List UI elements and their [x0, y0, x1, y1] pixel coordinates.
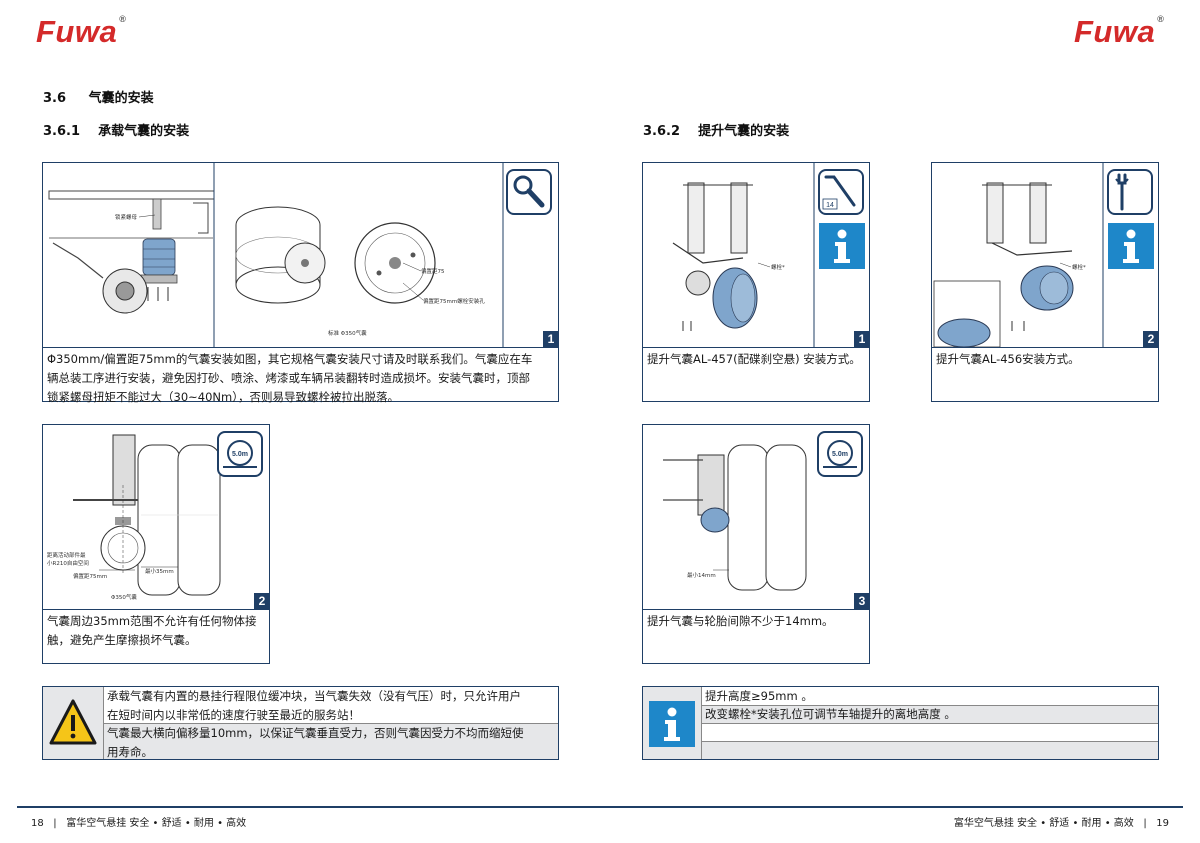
- airbag-install-illustration: 锁紧螺母 偏置距75 偏置距75mm螺栓安装孔 标准 Φ350气囊: [48, 163, 504, 348]
- label-min-14: 最小14mm: [687, 571, 716, 579]
- figure-panel-clearance: 距离活动部件最 小R210自由空间 最小35mm 偏置距75mm Φ350气囊 …: [42, 424, 270, 664]
- note-text-2: 改变螺栓*安装孔位可调节车轴提升的离地高度 。: [705, 707, 956, 721]
- ring-spanner-icon: [506, 169, 552, 215]
- lift-clearance-illustration: 最小14mm: [663, 444, 807, 591]
- label-clearance-2: 小R210自由空间: [47, 559, 89, 567]
- lift-al456-illustration: 螺栓*: [933, 163, 1104, 348]
- note-box: 提升高度≥95mm 。 改变螺栓*安装孔位可调节车轴提升的离地高度 。: [642, 686, 1159, 760]
- page-number-right: 19: [1156, 818, 1169, 829]
- tape-measure-icon: 5.0m: [217, 431, 263, 477]
- clearance-illustration: 距离活动部件最 小R210自由空间 最小35mm 偏置距75mm Φ350气囊: [47, 434, 221, 601]
- label-clearance-1: 距离活动部件最: [47, 551, 86, 559]
- label-lock-nut: 锁紧螺母: [115, 213, 138, 221]
- label-min-35: 最小35mm: [145, 567, 174, 575]
- warning-icon: [49, 699, 97, 745]
- figure-panel-lift-clearance: 最小14mm 5.0m 3 提升气囊与轮胎间隙不少于14mm。: [642, 424, 870, 664]
- label-offset-75mm: 偏置距75mm: [73, 572, 107, 580]
- warning-box: 承载气囊有内置的悬挂行程限位缓冲块，当气囊失效（没有气压）时，只允许用户 在短时…: [42, 686, 559, 760]
- hex-key-icon: 14: [818, 169, 864, 215]
- warning-text-2: 气囊最大横向偏移量10mm，以保证气囊垂直受力，否则气囊因受力不均而缩短使 用寿…: [107, 726, 524, 759]
- air-spring-3d-view: [235, 206, 326, 304]
- info-icon: [1108, 223, 1154, 269]
- footer-left: 18 | 富华空气悬挂 安全 • 舒适 • 耐用 • 高效: [31, 818, 247, 829]
- info-icon: [819, 223, 865, 269]
- section-3-6-1-heading: 3.6.1 承载气囊的安装: [43, 124, 190, 139]
- tape-measure-icon: 5.0m: [817, 431, 863, 477]
- label-bolt: 螺栓*: [1072, 263, 1086, 271]
- figure-number: 2: [254, 593, 270, 609]
- figure-panel-airbag-install: 锁紧螺母 偏置距75 偏置距75mm螺栓安装孔 标准 Φ350气囊: [42, 162, 559, 404]
- figure-caption: 气囊周边35mm范围不允许有任何物体接 触，避免产生摩擦损坏气囊。: [47, 614, 257, 647]
- brand-logo-right: Fuwa®: [1074, 14, 1165, 49]
- figure-panel-lift-al456: 螺栓* 2 提升气囊AL-456安装方式。: [931, 162, 1159, 402]
- warning-icon-cell: [43, 687, 103, 759]
- page-number-left: 18: [31, 818, 44, 829]
- open-wrench-icon: [1107, 169, 1153, 215]
- svg-text:5.0m: 5.0m: [232, 451, 248, 458]
- figure-number: 1: [543, 331, 559, 347]
- footer-right: 富华空气悬挂 安全 • 舒适 • 耐用 • 高效 | 19: [953, 818, 1169, 829]
- label-standard-350: 标准 Φ350气囊: [328, 329, 367, 337]
- figure-number: 1: [854, 331, 870, 347]
- label-350-bag: Φ350气囊: [111, 593, 137, 601]
- figure-panel-lift-al457: 螺栓* 14 1 提升气囊AL-457(配碟刹空悬) 安装方式。: [642, 162, 870, 402]
- note-text-1: 提升高度≥95mm 。: [705, 689, 813, 703]
- footer-slogan-right: 富华空气悬挂 安全 • 舒适 • 耐用 • 高效: [953, 818, 1134, 829]
- label-bolt: 螺栓*: [771, 263, 785, 271]
- info-icon: [649, 701, 695, 747]
- figure-caption: Φ350mm/偏置距75mm的气囊安装如图，其它规格气囊安装尺寸请及时联系我们。…: [47, 352, 533, 404]
- label-offset-hole: 偏置距75mm螺栓安装孔: [423, 297, 485, 305]
- svg-text:5.0m: 5.0m: [832, 451, 848, 458]
- lift-al457-illustration: 螺栓*: [672, 163, 815, 348]
- figure-caption: 提升气囊与轮胎间隙不少于14mm。: [647, 614, 834, 628]
- figure-number: 2: [1143, 331, 1159, 347]
- footer-rule: [17, 806, 1183, 808]
- air-spring-top-view: [354, 222, 436, 304]
- figure-caption: 提升气囊AL-456安装方式。: [936, 352, 1080, 366]
- figure-number: 3: [854, 593, 870, 609]
- figure-caption: 提升气囊AL-457(配碟刹空悬) 安装方式。: [647, 352, 861, 366]
- label-offset-75: 偏置距75: [421, 267, 445, 275]
- footer-slogan-left: 富华空气悬挂 安全 • 舒适 • 耐用 • 高效: [66, 818, 247, 829]
- warning-text-1: 承载气囊有内置的悬挂行程限位缓冲块，当气囊失效（没有气压）时，只允许用户 在短时…: [107, 689, 521, 722]
- section-3-6-heading: 3.6 气囊的安装: [43, 91, 154, 106]
- svg-text:14: 14: [826, 202, 834, 209]
- section-3-6-2-heading: 3.6.2 提升气囊的安装: [643, 124, 790, 139]
- brand-logo-left: Fuwa®: [36, 14, 127, 49]
